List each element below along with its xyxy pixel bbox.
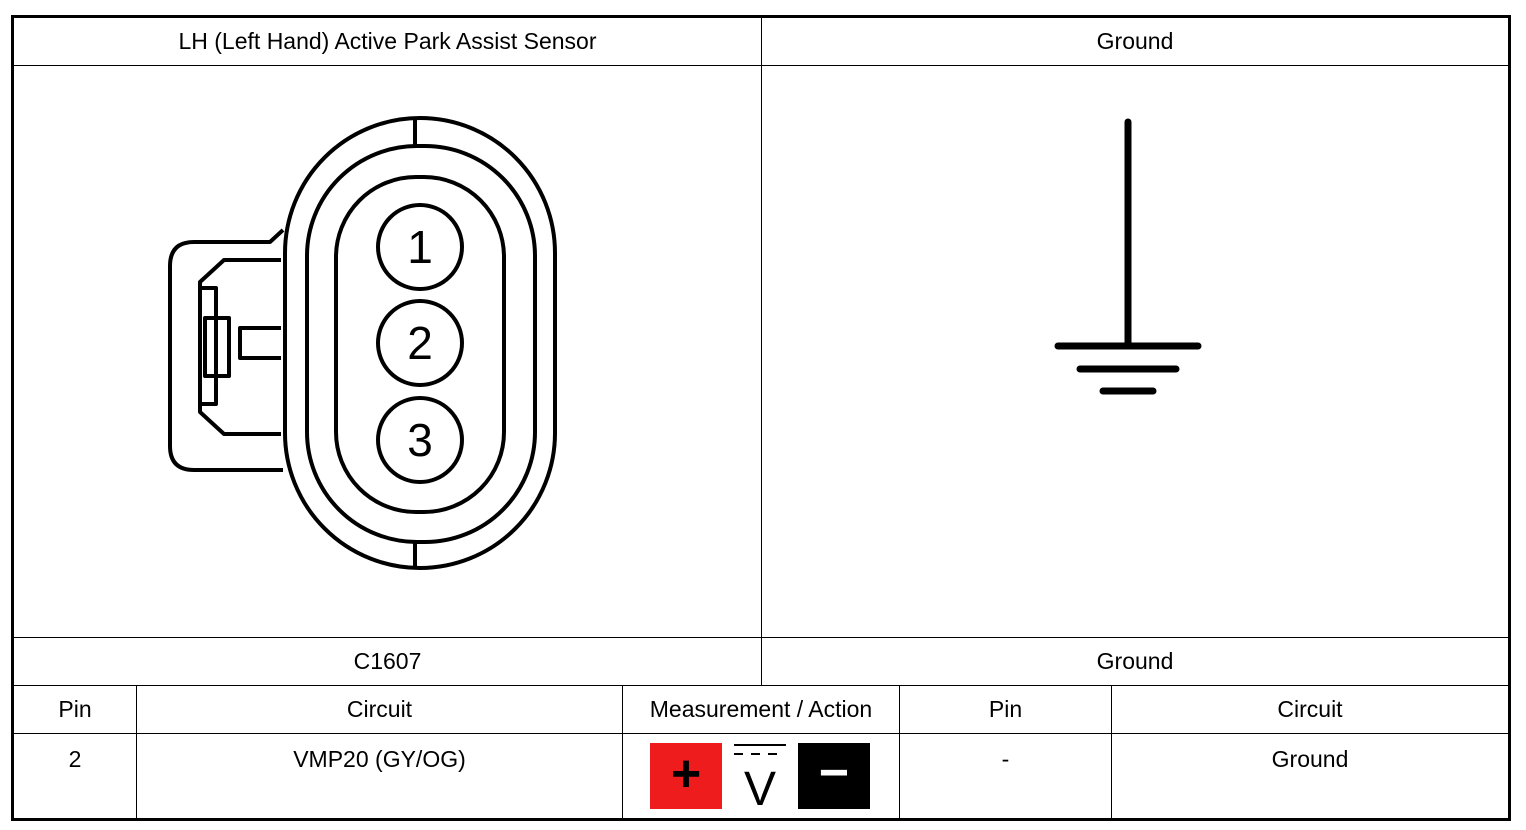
divider xyxy=(622,685,623,818)
pin-3-label: 3 xyxy=(407,414,433,466)
pinout-table: LH (Left Hand) Active Park Assist Sensor… xyxy=(11,15,1511,821)
pin-3-circle xyxy=(376,396,464,484)
table-cell-circuit-left: VMP20 (GY/OG) xyxy=(293,746,466,772)
table-cell-pin-right: - xyxy=(1001,746,1010,772)
divider xyxy=(136,685,137,818)
right-connector-id: Ground xyxy=(1096,648,1174,674)
connector-drawing: 1 2 3 xyxy=(14,66,761,637)
divider xyxy=(761,18,762,685)
divider xyxy=(899,685,900,818)
divider xyxy=(14,685,1508,686)
pin-1-circle xyxy=(376,203,464,291)
table-cell-circuit-right: Ground xyxy=(1271,746,1349,772)
divider xyxy=(1111,685,1112,818)
ground-drawing xyxy=(762,66,1508,637)
right-connector-title: Ground xyxy=(1096,28,1174,54)
left-connector-id: C1607 xyxy=(353,648,422,674)
column-header-pin-left: Pin xyxy=(58,696,92,722)
pin-2-label: 2 xyxy=(407,317,433,369)
ground-symbol-icon xyxy=(1054,118,1202,395)
column-header-circuit-right: Circuit xyxy=(1277,696,1343,722)
column-header-circuit-left: Circuit xyxy=(346,696,413,722)
left-connector-title: LH (Left Hand) Active Park Assist Sensor xyxy=(178,28,597,54)
column-header-measurement: Measurement / Action xyxy=(649,696,873,722)
minus-probe-icon xyxy=(798,743,870,809)
plus-probe-icon xyxy=(650,743,722,809)
column-header-pin-right: Pin xyxy=(988,696,1023,722)
voltmeter-icon: + V − xyxy=(650,743,870,811)
plus-symbol: + xyxy=(671,745,701,803)
voltage-symbol: V xyxy=(744,763,776,811)
divider xyxy=(14,733,1508,734)
connector-face-icon: 1 2 3 xyxy=(168,116,557,570)
minus-symbol: − xyxy=(819,744,849,802)
table-cell-measurement: + V − xyxy=(623,734,899,818)
table-cell-pin-left: 2 xyxy=(68,746,82,772)
pin-1-label: 1 xyxy=(407,221,433,273)
pin-2-circle xyxy=(376,299,464,387)
